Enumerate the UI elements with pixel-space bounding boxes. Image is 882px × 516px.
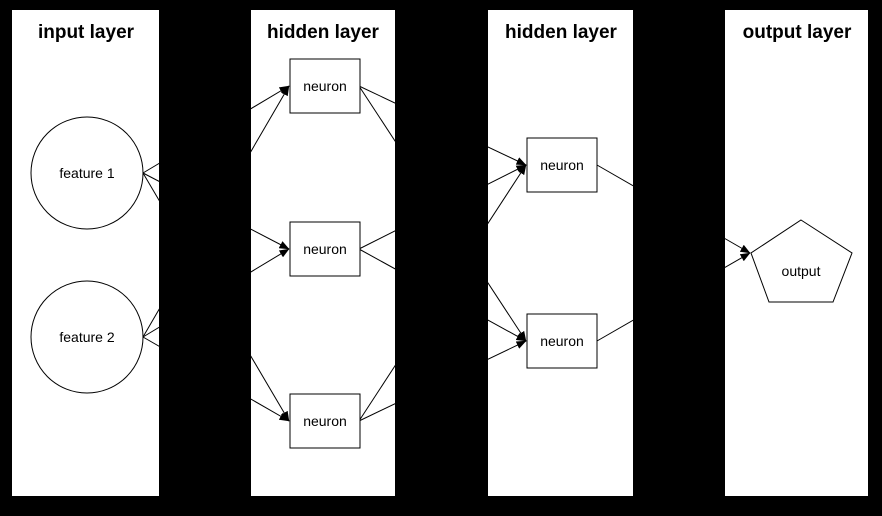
label-output: output <box>782 263 821 279</box>
node-hidden2-neuron1 <box>526 137 598 193</box>
edge-feature1-neuron3 <box>142 172 290 422</box>
node-output <box>750 219 853 303</box>
title-hidden-layer-1: hidden layer <box>267 22 380 43</box>
edge-h1n1-h2n2 <box>358 85 527 342</box>
edge-feature2-neuron1 <box>142 85 290 338</box>
panel-input-layer <box>12 10 159 496</box>
label-hidden2-neuron2: neuron <box>540 333 584 349</box>
edges <box>142 85 751 422</box>
title-hidden-layer-2: hidden layer <box>505 22 618 43</box>
edge-h1n1-h2n1 <box>358 85 527 166</box>
node-feature-2 <box>30 280 144 394</box>
node-hidden2-neuron2 <box>526 313 598 369</box>
label-hidden1-neuron1: neuron <box>303 78 347 94</box>
edge-h2n2-output <box>596 252 751 342</box>
node-feature-1 <box>30 116 144 230</box>
label-hidden1-neuron2: neuron <box>303 241 347 257</box>
title-input-layer: input layer <box>38 22 135 43</box>
label-feature-2: feature 2 <box>59 329 114 345</box>
edge-h1n3-h2n1 <box>358 164 527 422</box>
nodes <box>30 58 853 449</box>
node-hidden1-neuron1 <box>289 58 361 114</box>
edge-h1n2-h2n1 <box>358 164 527 250</box>
edge-h1n3-h2n2 <box>358 340 527 422</box>
edge-h2n1-output <box>596 164 751 254</box>
edge-feature1-neuron1 <box>142 85 290 174</box>
node-hidden1-neuron3 <box>289 393 361 449</box>
edge-feature2-neuron3 <box>142 336 290 422</box>
label-hidden2-neuron1: neuron <box>540 157 584 173</box>
edge-feature2-neuron2 <box>142 248 290 338</box>
panel-hidden-layer-2 <box>488 10 633 496</box>
title-output-layer: output layer <box>743 22 852 43</box>
label-hidden1-neuron3: neuron <box>303 413 347 429</box>
node-hidden1-neuron2 <box>289 221 361 277</box>
edge-h1n2-h2n2 <box>358 248 527 342</box>
label-feature-1: feature 1 <box>59 165 114 181</box>
